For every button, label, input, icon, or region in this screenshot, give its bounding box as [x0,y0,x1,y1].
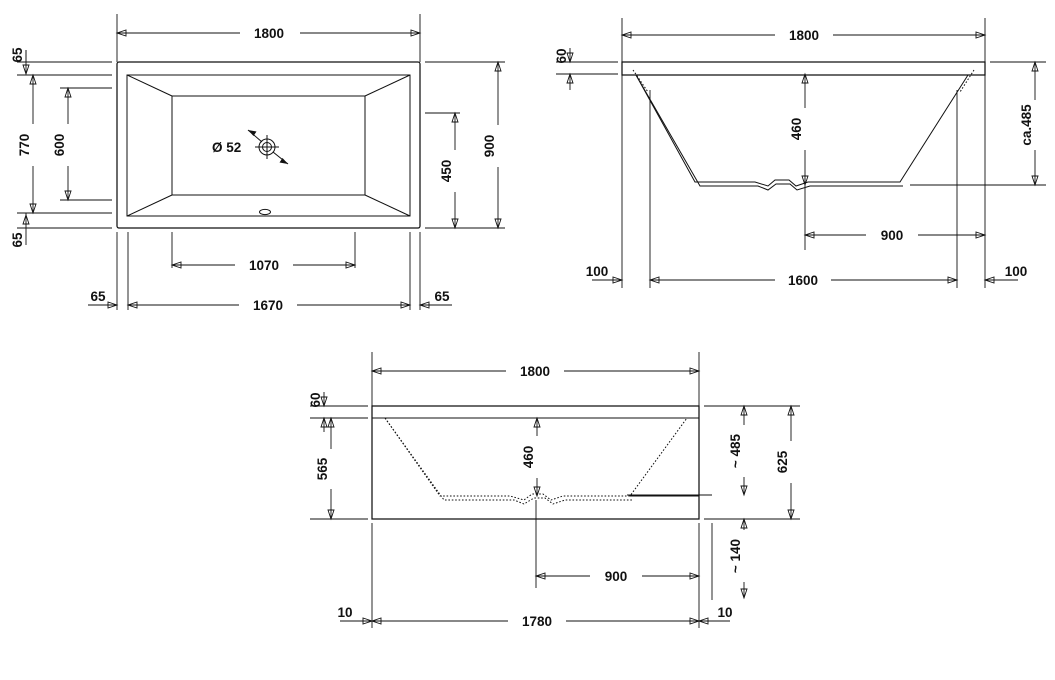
plan-label-inner-width-base: 600 [52,134,67,157]
plan-label-drain-offset: 450 [439,160,454,183]
plan-dim-1800: 1800 [115,23,422,42]
side-label-height-approx: ca.485 [1019,104,1034,146]
plan-label-drain-diameter: Ø 52 [212,140,241,155]
front-dim-1800: 1800 [370,362,701,380]
front-label-drain-offset: 900 [605,569,628,584]
plan-label-inner-width-total: 770 [17,134,32,157]
side-label-interior-depth: 460 [789,118,804,141]
front-label-length: 1800 [520,364,550,379]
front-dim-485: ~ 485 [728,404,753,497]
plan-label-rim-left: 65 [90,289,106,304]
front-label-height-approx: ~ 485 [728,433,743,468]
side-label-foot-span: 1600 [788,273,818,288]
front-label-foot-height: ~ 140 [728,539,743,573]
plan-label-length: 1800 [254,26,284,41]
side-dim-900: 900 [803,226,987,244]
front-label-inset-right: 10 [717,605,732,620]
plan-dim-65-right: 65 [418,289,452,309]
front-dim-565: 565 [315,416,340,521]
side-label-rim-thickness: 60 [554,48,569,63]
front-label-panel-width: 1780 [522,614,552,629]
side-dim-460: 460 [789,72,814,187]
side-label-length: 1800 [789,28,819,43]
side-label-inset-left: 100 [586,264,609,279]
side-extension-lines [556,18,1046,288]
front-label-interior-depth: 460 [521,446,536,469]
front-dim-60: 60 [308,392,328,432]
front-dim-900: 900 [534,567,701,585]
front-elevation-view: 1800 60 565 460 [308,352,800,630]
front-tub-outline [371,405,700,520]
front-dim-140: ~ 140 [728,517,753,600]
plan-dim-900: 900 [482,60,507,230]
front-extension-lines [310,352,800,628]
plan-dim-770: 770 [17,73,42,215]
side-elevation-view: 1800 60 ca.485 460 [554,18,1046,289]
plan-label-rim-bottom: 65 [10,232,25,248]
front-label-total-height: 625 [775,450,790,473]
front-dim-10-right: 10 [697,605,733,625]
side-dim-100-right: 100 [983,264,1028,284]
plan-dim-1670: 1670 [126,296,412,314]
plan-label-rim-right: 65 [434,289,450,304]
plan-dim-600: 600 [52,86,77,202]
plan-dim-65-bottom: 65 [10,213,30,248]
plan-label-inner-length-base: 1070 [249,258,279,273]
top-plan-view: 1800 65 65 770 600 [10,14,507,314]
overflow-slot-icon [259,208,271,216]
front-dim-460: 460 [521,416,546,498]
side-dim-60: 60 [554,48,574,90]
front-label-rim-thickness: 60 [308,392,323,407]
front-label-panel-height: 565 [315,457,330,480]
side-label-inset-right: 100 [1005,264,1028,279]
side-dim-1800: 1800 [620,25,987,44]
side-dim-100-left: 100 [586,264,624,284]
plan-label-rim-top: 65 [10,47,25,63]
plan-dim-1070: 1070 [170,256,357,274]
plan-tub-outline [116,61,421,229]
front-dim-1780: 1780 [370,612,701,630]
plan-label-width: 900 [482,135,497,158]
front-dim-10-left: 10 [337,605,374,625]
side-tub-profile [621,61,986,191]
side-dim-1600: 1600 [648,271,959,289]
drain-symbol [247,129,289,165]
plan-dim-65-top: 65 [10,47,30,76]
front-dim-625: 625 [775,404,800,521]
side-dim-ca485: ca.485 [1019,60,1044,187]
plan-label-inner-length-total: 1670 [253,298,283,313]
side-label-drain-offset: 900 [881,228,904,243]
plan-extension-lines [17,14,505,310]
front-label-inset-left: 10 [337,605,352,620]
plan-dim-65-left: 65 [88,289,119,309]
drain-diameter-label: Ø 52 [212,140,241,155]
plan-dim-450: 450 [439,111,464,230]
